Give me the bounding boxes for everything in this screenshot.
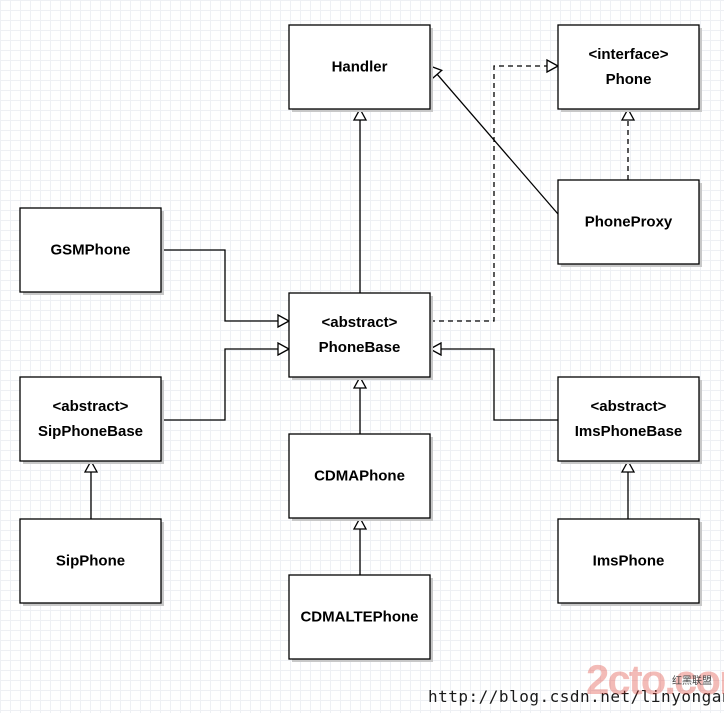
phonebase-label-1: PhoneBase — [319, 339, 401, 356]
imsphonebase-to-phonebase-arrowhead — [428, 341, 442, 357]
watermark-logo: 2cto.com — [586, 656, 724, 703]
gsmphone-label-0: GSMPhone — [50, 242, 130, 259]
connectors — [83, 58, 636, 575]
phone-class-box: <interface> Phone — [557, 24, 702, 112]
cdmaltephone-box-frame — [288, 574, 431, 660]
gsmphone-class-box: GSMPhone — [19, 207, 164, 295]
sipphonebase-to-phonebase-relation — [161, 341, 291, 421]
imsphonebase-to-phonebase-relation — [428, 341, 558, 421]
handler-box-frame — [288, 24, 431, 110]
handler-class-box: Handler — [288, 24, 433, 112]
handler-label-0: Handler — [332, 59, 388, 76]
gsmphone-to-phonebase-line — [161, 249, 278, 322]
cdmaltephone-to-cdmaphone-relation — [352, 516, 368, 575]
watermark-url: http://blog.csdn.net/linyongan — [428, 687, 724, 706]
imsphonebase-box-frame — [557, 376, 700, 462]
phoneproxy-label-0: PhoneProxy — [585, 214, 673, 231]
cdmaphone-to-phonebase-relation — [352, 375, 368, 434]
cdmaphone-to-phonebase-arrowhead — [352, 375, 368, 389]
gsmphone-to-phonebase-arrowhead — [277, 313, 291, 329]
imsphonebase-to-phonebase-line — [441, 348, 558, 421]
cdmaltephone-to-cdmaphone-arrowhead — [352, 516, 368, 530]
sipphonebase-to-phonebase-line — [161, 348, 278, 421]
phonebase-label-0: <abstract> — [322, 314, 398, 331]
imsphonebase-label-0: <abstract> — [591, 398, 667, 415]
phonebase-to-phone-arrowhead — [546, 58, 560, 74]
cdmaphone-class-box: CDMAPhone — [288, 433, 433, 521]
sipphone-class-box: SipPhone — [19, 518, 164, 606]
imsphone-to-imsphonebase-arrowhead — [620, 459, 636, 473]
phone-label-0: <interface> — [588, 46, 668, 63]
phoneproxy-box-frame — [557, 179, 700, 265]
sipphonebase-class-box: <abstract> SipPhoneBase — [19, 376, 164, 464]
phonebase-box-frame — [288, 292, 431, 378]
sipphonebase-box-frame — [19, 376, 162, 462]
phoneproxy-to-handler-line — [436, 73, 559, 215]
sipphone-to-sipphonebase-relation — [83, 459, 99, 519]
cdmaphone-label-0: CDMAPhone — [314, 468, 405, 485]
phoneproxy-class-box: PhoneProxy — [557, 179, 702, 267]
cdmaltephone-class-box: CDMALTEPhone — [288, 574, 433, 662]
phonebase-to-phone-line — [430, 65, 547, 322]
cdmaphone-box-frame — [288, 433, 431, 519]
imsphone-to-imsphonebase-relation — [620, 459, 636, 519]
cdmaltephone-label-0: CDMALTEPhone — [300, 609, 418, 626]
sipphone-to-sipphonebase-arrowhead — [83, 459, 99, 473]
watermark-subtitle: 红黑联盟 — [672, 676, 712, 687]
gsmphone-box-frame — [19, 207, 162, 293]
phonebase-to-handler-arrowhead — [352, 107, 368, 121]
imsphone-box-frame — [557, 518, 700, 604]
phone-box-frame — [557, 24, 700, 110]
sipphonebase-to-phonebase-arrowhead — [277, 341, 291, 357]
class-boxes: Handler <interface> PhonePhoneProxyGSMPhon… — [19, 24, 702, 662]
phone-label-1: Phone — [606, 71, 652, 88]
imsphone-label-0: ImsPhone — [593, 553, 665, 570]
phonebase-to-phone-relation — [430, 58, 560, 322]
phonebase-to-handler-relation — [352, 107, 368, 293]
imsphone-class-box: ImsPhone — [557, 518, 702, 606]
sipphone-box-frame — [19, 518, 162, 604]
sipphonebase-label-1: SipPhoneBase — [38, 423, 143, 440]
gsmphone-to-phonebase-relation — [161, 249, 291, 329]
sipphonebase-label-0: <abstract> — [53, 398, 129, 415]
imsphonebase-class-box: <abstract> ImsPhoneBase — [557, 376, 702, 464]
sipphone-label-0: SipPhone — [56, 553, 125, 570]
phonebase-class-box: <abstract> PhoneBase — [288, 292, 433, 380]
phoneproxy-to-phone-arrowhead — [620, 107, 636, 121]
phoneproxy-to-phone-relation — [620, 107, 636, 180]
imsphonebase-label-1: ImsPhoneBase — [575, 423, 683, 440]
